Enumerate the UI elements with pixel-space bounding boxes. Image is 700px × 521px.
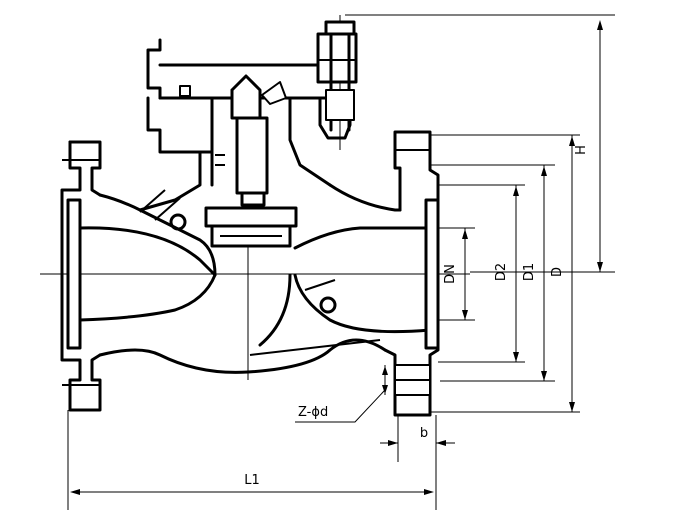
label-D: D (550, 267, 565, 277)
dimension-lines (67, 14, 615, 510)
bonnet-assembly (138, 38, 352, 212)
label-DN: DN (443, 264, 458, 284)
bonnet-bolt (316, 20, 358, 132)
left-flange (60, 140, 102, 412)
right-flange (383, 130, 440, 417)
dimension-labels: H D D1 D2 DN L1 Z-ϕd b (244, 145, 589, 488)
label-bolt-holes: Z-ϕd (298, 405, 328, 420)
label-b: b (420, 426, 428, 441)
valve-body (78, 183, 432, 374)
label-D1: D1 (522, 263, 537, 281)
label-L1: L1 (244, 473, 260, 488)
label-D2: D2 (494, 263, 509, 281)
valve-disc (204, 206, 298, 248)
label-H: H (574, 145, 589, 155)
valve-stem (215, 74, 287, 207)
